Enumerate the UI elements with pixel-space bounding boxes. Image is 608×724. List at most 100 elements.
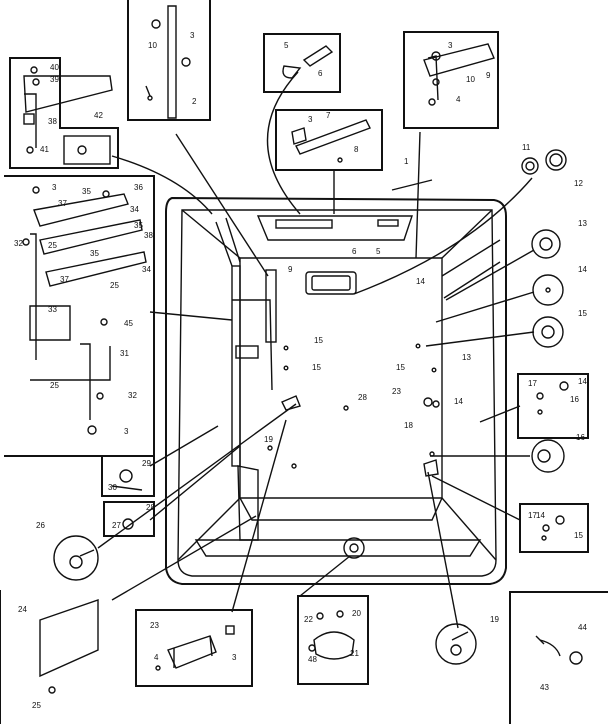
callout-label: 27 [112,521,121,530]
callout-label: 5 [376,247,381,256]
callout-label: 35 [134,221,143,230]
callout-label: 16 [570,395,579,404]
callout-label: 31 [120,349,129,358]
callout-label: 6 [352,247,357,256]
callout-label: 25 [48,241,57,250]
callout-label: 43 [540,683,549,692]
part-14 [532,274,564,306]
callout-label: 9 [288,265,293,274]
callout-label: 1 [404,157,409,166]
callout-label: 26 [36,521,45,530]
callout-label: 28 [146,503,155,512]
callout-label: 35 [90,249,99,258]
callout-label: 15 [578,309,587,318]
callout-label: 48 [308,655,317,664]
callout-label: 19 [264,435,273,444]
callout-label: 30 [108,483,117,492]
inset-29-30 [101,455,155,497]
callout-label: 40 [50,63,59,72]
callout-label: 37 [58,199,67,208]
callout-label: 20 [352,609,361,618]
callout-label: 41 [40,145,49,154]
callout-label: 25 [32,701,41,710]
inset-44-43 [509,591,608,724]
callout-label: 23 [150,621,159,630]
part-11-12 [521,149,567,175]
callout-label: 42 [94,111,103,120]
callout-label: 34 [130,205,139,214]
callout-label: 11 [522,143,531,152]
callout-label: 37 [60,275,69,284]
callout-label: 17 [528,511,537,520]
callout-label: 10 [466,75,475,84]
callout-label: 14 [454,397,463,406]
callout-label: 3 [448,41,453,50]
part-26 [53,535,99,581]
callout-label: 36 [134,183,143,192]
part-16 [531,439,565,473]
callout-label: 2 [192,97,197,106]
callout-label: 3 [308,115,313,124]
inset-vertical-rail [127,0,211,121]
callout-label: 3 [124,427,129,436]
callout-label: 5 [284,41,289,50]
callout-label: 15 [314,336,323,345]
callout-label: 38 [144,231,153,240]
callout-label: 19 [490,615,499,624]
callout-label: 35 [82,187,91,196]
cabinet-body [165,196,507,585]
callout-label: 32 [128,391,137,400]
callout-label: 14 [536,511,545,520]
inset-clip [263,33,341,93]
callout-label: 15 [574,531,583,540]
callout-label: 3 [52,183,57,192]
part-13 [531,229,561,259]
callout-label: 33 [48,305,57,314]
callout-label: 3 [190,31,195,40]
callout-label: 6 [318,69,323,78]
callout-label: 15 [396,363,405,372]
inset-plate-24-25 [0,590,99,724]
part-19 [435,623,477,665]
callout-label: 14 [578,265,587,274]
callout-label: 16 [576,433,585,442]
leader-lines [97,71,535,629]
callout-label: 22 [304,615,313,624]
callout-label: 44 [578,623,587,632]
callout-label: 32 [14,239,23,248]
callout-label: 14 [416,277,425,286]
inset-top-left-bracket [9,57,119,169]
callout-label: 12 [574,179,583,188]
inset-right-bracket [403,31,499,129]
callout-label: 25 [50,381,59,390]
callout-label: 45 [124,319,133,328]
callout-label: 25 [110,281,119,290]
callout-label: 34 [142,265,151,274]
callout-label: 7 [326,111,331,120]
callout-label: 39 [50,75,59,84]
callout-label: 4 [154,653,159,662]
callout-label: 13 [578,219,587,228]
callout-label: 38 [48,117,57,126]
part-15 [532,316,564,348]
callout-label: 13 [462,353,471,362]
callout-label: 8 [354,145,359,154]
callout-label: 29 [142,459,151,468]
callout-label: 24 [18,605,27,614]
callout-label: 4 [456,95,461,104]
inset-fasteners-upper [517,373,589,439]
inset-fasteners-lower [519,503,589,553]
inset-hinge-bar [275,109,383,171]
callout-label: 3 [232,653,237,662]
inset-thermostat [297,595,369,685]
callout-label: 18 [404,421,413,430]
callout-label: 15 [312,363,321,372]
callout-label: 10 [148,41,157,50]
callout-label: 9 [486,71,491,80]
inset-rack-assembly [4,175,155,457]
callout-label: 17 [528,379,537,388]
inset-bracket-23 [135,609,253,687]
callout-label: 21 [350,649,359,658]
